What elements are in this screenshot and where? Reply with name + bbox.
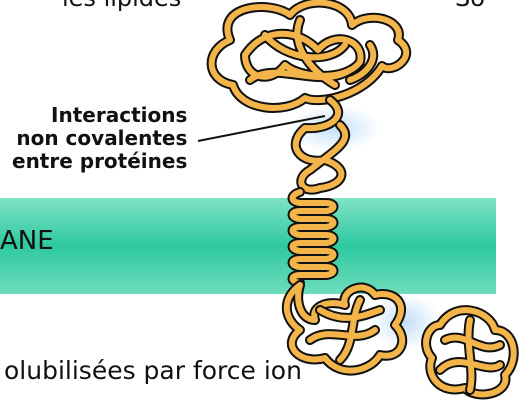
interactions-label-line3: entre protéines [12, 150, 187, 173]
bottom-partial-label: olubilisées par force ion [4, 356, 302, 385]
membrane-label: ANE [0, 226, 54, 256]
top-left-partial-label: les lipides [62, 0, 181, 12]
transmembrane-helix [293, 192, 334, 283]
peripheral-protein [426, 310, 514, 394]
interactions-label: Interactions non covalentes entre protéi… [12, 104, 187, 173]
interactions-label-line2: non covalentes [12, 127, 187, 150]
top-right-partial-label: So [455, 0, 485, 12]
interactions-label-line1: Interactions [12, 104, 187, 127]
membrane-band [0, 198, 496, 294]
top-globular-protein [212, 3, 407, 190]
